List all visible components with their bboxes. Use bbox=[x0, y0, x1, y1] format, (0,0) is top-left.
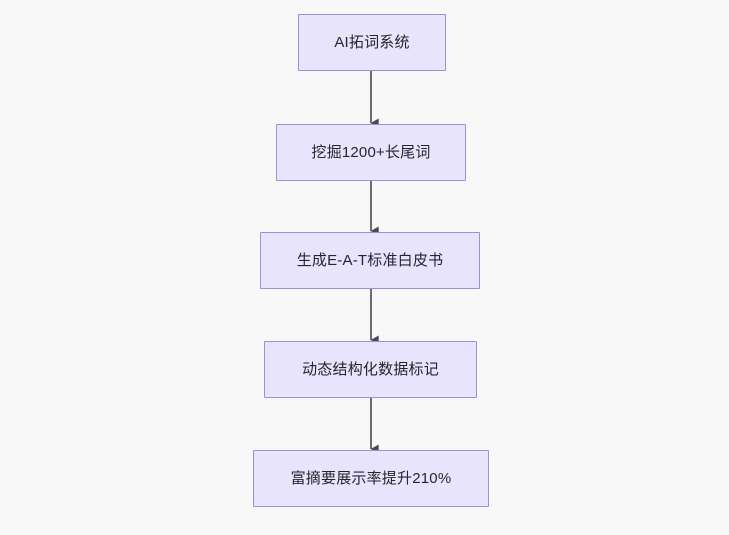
flow-node-2[interactable]: 挖掘1200+长尾词 bbox=[276, 124, 466, 181]
flow-node-4-label: 动态结构化数据标记 bbox=[302, 360, 439, 378]
flow-node-1-label: AI拓词系统 bbox=[334, 33, 410, 51]
flow-node-2-label: 挖掘1200+长尾词 bbox=[311, 143, 431, 161]
flow-node-3-label: 生成E-A-T标准白皮书 bbox=[296, 251, 444, 269]
flow-node-3[interactable]: 生成E-A-T标准白皮书 bbox=[260, 232, 480, 289]
flow-node-5[interactable]: 富摘要展示率提升210% bbox=[253, 450, 489, 507]
flow-node-1[interactable]: AI拓词系统 bbox=[298, 14, 446, 71]
flow-node-4[interactable]: 动态结构化数据标记 bbox=[264, 341, 477, 398]
flow-node-5-label: 富摘要展示率提升210% bbox=[290, 469, 452, 487]
